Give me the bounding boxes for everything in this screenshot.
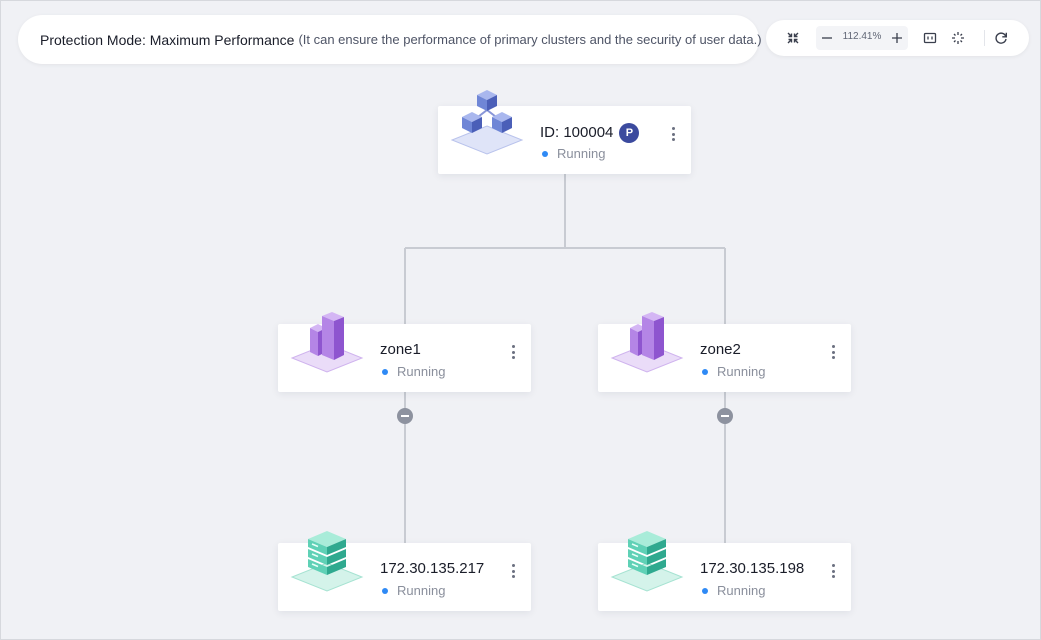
status-dot — [702, 368, 708, 375]
center-icon[interactable] — [948, 28, 968, 48]
minus-icon[interactable] — [817, 28, 837, 48]
server-status: Running — [382, 583, 445, 598]
zone-status: Running — [702, 364, 765, 379]
collapse-toggle-zone2[interactable] — [717, 408, 733, 424]
canvas-toolbar: 112.41% — [766, 20, 1029, 56]
fit-view-icon[interactable] — [920, 28, 940, 48]
server-stack-icon — [610, 531, 684, 592]
status-dot — [542, 150, 548, 157]
status-text: Running — [717, 364, 766, 379]
zoom-control: 112.41% — [816, 26, 908, 50]
more-options-icon[interactable] — [507, 561, 519, 581]
refresh-icon[interactable] — [991, 28, 1011, 48]
zone-label: zone2 — [700, 341, 741, 358]
zone-node-zone2[interactable]: zone2 Running — [598, 312, 851, 392]
cluster-id-text: ID: 100004 — [540, 124, 614, 141]
status-text: Running — [717, 583, 766, 598]
more-options-icon[interactable] — [507, 342, 519, 362]
cluster-id-label: ID: 100004 P — [540, 123, 640, 143]
protection-mode-label: Protection Mode: Maximum Performance — [40, 31, 295, 48]
status-dot — [702, 587, 708, 594]
server-stack-icon — [290, 531, 364, 592]
protection-mode-hint: (It can ensure the performance of primar… — [298, 32, 762, 47]
server-node[interactable]: 172.30.135.198 Running — [598, 531, 851, 611]
more-options-icon[interactable] — [667, 124, 679, 144]
server-ip-label: 172.30.135.217 — [380, 560, 485, 577]
server-ip-label: 172.30.135.198 — [700, 560, 805, 577]
status-dot — [382, 587, 388, 594]
protection-mode-bar: Protection Mode: Maximum Performance (It… — [18, 15, 762, 64]
zone-status: Running — [382, 364, 445, 379]
collapse-toggle-zone1[interactable] — [397, 408, 413, 424]
more-options-icon[interactable] — [827, 342, 839, 362]
zone-building-icon — [610, 312, 684, 373]
zone-label: zone1 — [380, 341, 421, 358]
toolbar-divider — [984, 30, 985, 46]
plus-icon[interactable] — [887, 28, 907, 48]
zoom-level: 112.41% — [842, 31, 882, 42]
zone-node-zone1[interactable]: zone1 Running — [278, 312, 531, 392]
status-text: Running — [397, 364, 446, 379]
primary-badge: P — [619, 123, 640, 143]
server-node[interactable]: 172.30.135.217 Running — [278, 531, 531, 611]
more-options-icon[interactable] — [827, 561, 839, 581]
server-status: Running — [702, 583, 765, 598]
status-text: Running — [557, 146, 606, 161]
cluster-node[interactable]: ID: 100004 P Running — [438, 90, 691, 174]
collapse-arrows-icon[interactable] — [783, 28, 803, 48]
zone-building-icon — [290, 312, 364, 373]
cluster-icon — [450, 90, 524, 155]
status-text: Running — [397, 583, 446, 598]
status-dot — [382, 368, 388, 375]
cluster-status: Running — [542, 146, 605, 161]
